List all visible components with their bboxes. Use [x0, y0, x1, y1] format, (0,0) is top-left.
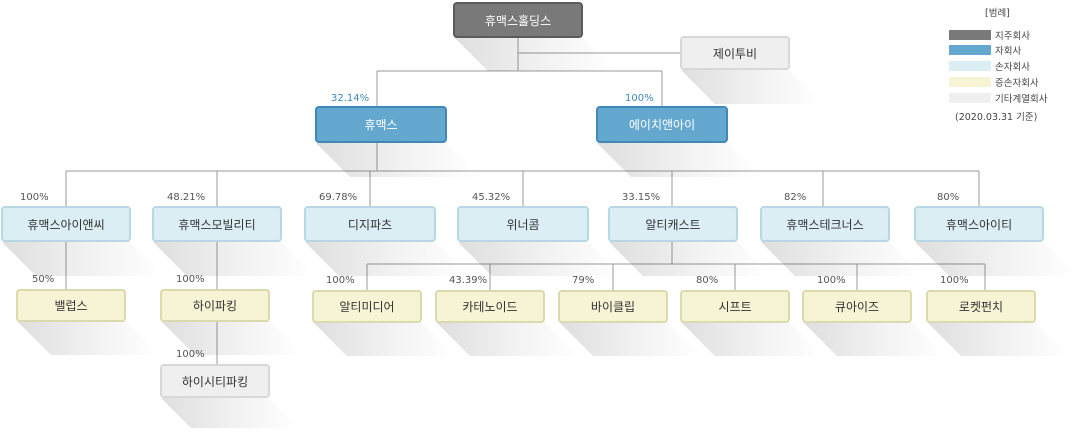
node-label: 알티미디어: [339, 300, 395, 314]
node-label: 바이클립: [590, 300, 636, 314]
node-label: 휴맥스홀딩스: [484, 13, 552, 28]
node-label: 휴맥스모빌리티: [178, 217, 256, 232]
node-jeitubi: 제이투비: [680, 36, 790, 70]
node-rocketpunch: 로켓펀치: [926, 290, 1036, 323]
stake-humax-it: 80%: [937, 192, 960, 203]
node-winercom: 위너콤: [457, 206, 589, 242]
node-hchi: 에이치앤아이: [596, 106, 728, 143]
stake-altimedia: 100%: [326, 275, 355, 286]
stake-bellups: 50%: [32, 274, 55, 285]
stake-rocketpunch: 100%: [940, 275, 969, 286]
node-label: 밸럽스: [54, 299, 88, 313]
legend-item-subsidiary: 자회사: [949, 44, 1022, 57]
node-label: 카테노이드: [462, 300, 518, 314]
stake-altikast: 33.15%: [622, 192, 661, 203]
node-cueize: 큐아이즈: [802, 290, 912, 323]
stake-byclip: 79%: [572, 275, 595, 286]
legend-swatch: [949, 30, 991, 40]
node-byclip: 바이클립: [558, 290, 668, 323]
stake-humax-mobility: 48.21%: [167, 192, 206, 203]
legend-swatch: [949, 93, 991, 103]
stake-sift: 80%: [696, 275, 719, 286]
legend-label: 증손자회사: [995, 78, 1039, 89]
node-catenoid: 카테노이드: [435, 290, 545, 323]
legend-item-great-grandchild: 증손자회사: [949, 76, 1039, 89]
legend-swatch: [949, 77, 991, 87]
legend-swatch: [949, 45, 991, 55]
legend-date: (2020.03.31 기준): [955, 112, 1038, 123]
node-label: 휴맥스아이티: [945, 217, 1013, 232]
node-label: 휴맥스아이앤씨: [27, 217, 105, 232]
stake-cueize: 100%: [817, 275, 846, 286]
stake-catenoid: 43.39%: [449, 275, 488, 286]
node-humax-technus: 휴맥스테크너스: [760, 206, 890, 242]
stake-digiparts: 69.78%: [319, 192, 358, 203]
node-label: 알티캐스트: [645, 217, 701, 232]
node-bellups: 밸럽스: [16, 289, 126, 322]
node-sift: 시프트: [680, 290, 790, 323]
legend-label: 기타계열회사: [995, 94, 1048, 105]
node-humax-mobility: 휴맥스모빌리티: [152, 206, 282, 242]
node-humax-ansi: 휴맥스아이앤씨: [1, 206, 131, 242]
node-label: 휴맥스: [364, 118, 398, 132]
legend-label: 자회사: [995, 46, 1022, 57]
node-humax: 휴맥스: [315, 106, 447, 143]
stake-hchi: 100%: [625, 93, 654, 104]
stake-winercom: 45.32%: [472, 192, 511, 203]
node-label: 로켓펀치: [958, 300, 1004, 314]
stake-hiparking: 100%: [176, 274, 205, 285]
node-hiparking: 하이파킹: [160, 289, 270, 322]
node-label: 제이투비: [712, 46, 758, 61]
node-altimedia: 알티미디어: [312, 290, 422, 323]
legend-swatch: [949, 61, 991, 71]
node-humax-it: 휴맥스아이티: [914, 206, 1044, 242]
legend-label: 지주회사: [995, 31, 1030, 42]
node-label: 하이파킹: [192, 299, 238, 313]
node-hicityparking: 하이시티파킹: [160, 364, 270, 398]
node-label: 큐아이즈: [834, 300, 880, 314]
node-label: 휴맥스테크너스: [786, 217, 864, 232]
node-label: 시프트: [718, 300, 752, 314]
legend-item-other: 기타계열회사: [949, 92, 1048, 105]
stake-humax-ansi: 100%: [20, 192, 49, 203]
node-altikast: 알티캐스트: [608, 206, 738, 242]
node-digiparts: 디지파츠: [304, 206, 436, 242]
legend-title: [범례]: [985, 8, 1010, 19]
node-label: 에이치앤아이: [628, 118, 696, 132]
legend-label: 손자회사: [995, 62, 1030, 73]
node-label: 하이시티파킹: [181, 374, 249, 389]
stake-humax: 32.14%: [331, 93, 370, 104]
stake-hicityparking: 100%: [176, 349, 205, 360]
legend-item-grandchild: 손자회사: [949, 60, 1030, 73]
stake-humax-technus: 82%: [784, 192, 807, 203]
legend-item-holding: 지주회사: [949, 29, 1030, 42]
node-label: 위너콤: [506, 217, 540, 232]
node-holding: 휴맥스홀딩스: [453, 2, 583, 38]
node-label: 디지파츠: [347, 217, 393, 232]
